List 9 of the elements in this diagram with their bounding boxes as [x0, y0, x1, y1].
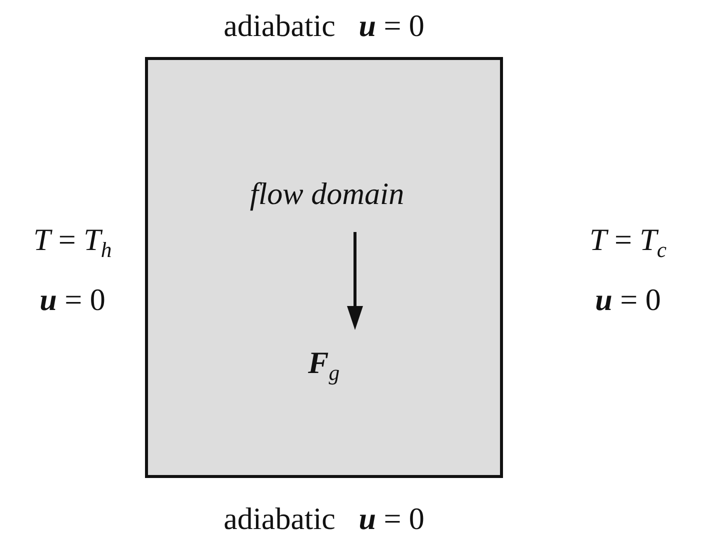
boundary-condition: T = T$_{c}$	[588, 224, 668, 262]
force-label: F$_{g}$	[308, 347, 340, 385]
boundary-condition: adiabatic u = 0	[222, 503, 426, 534]
domain-label: flow domain	[248, 178, 406, 209]
boundary-condition: adiabatic u = 0	[222, 10, 426, 41]
boundary-condition: u = 0	[594, 284, 662, 315]
boundary-condition: T = T$_{h}$	[32, 224, 113, 262]
flow-domain-box	[145, 57, 503, 478]
boundary-condition: u = 0	[38, 284, 106, 315]
